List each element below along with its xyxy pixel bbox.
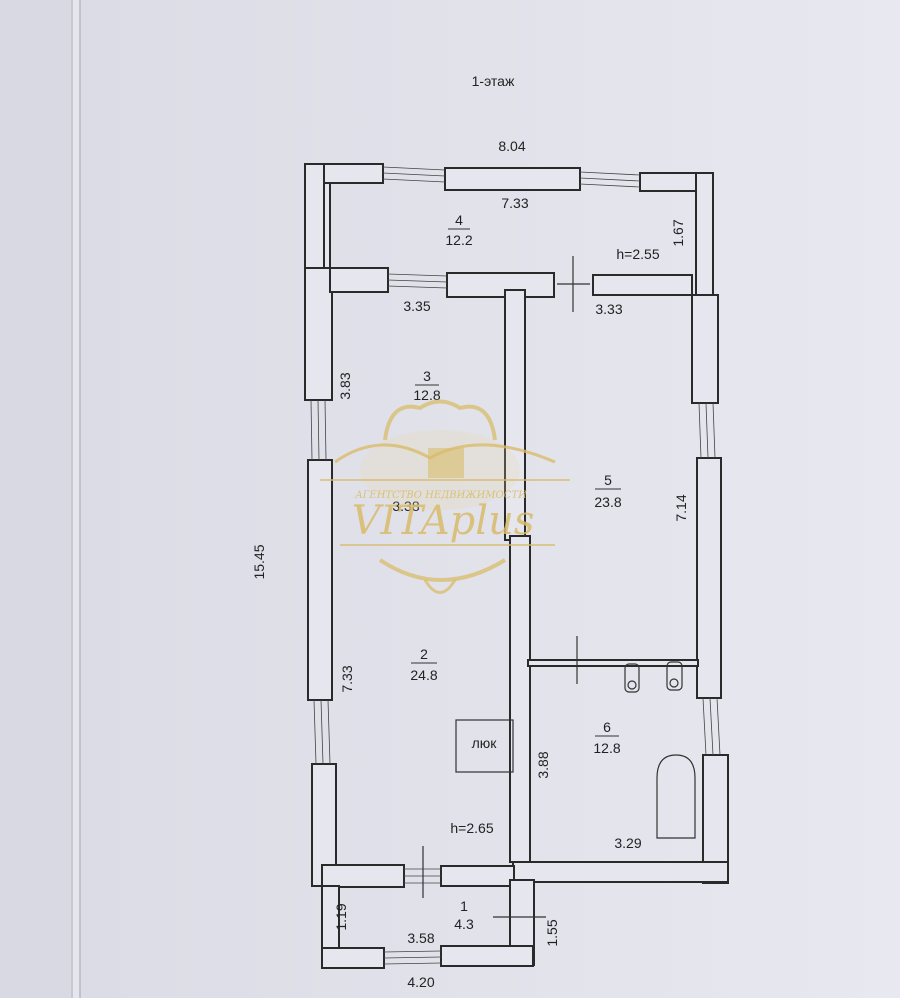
room-number: 5 [604, 472, 612, 488]
exterior-walls [304, 163, 729, 969]
room-2-label: 2 24.8 [410, 646, 437, 683]
dim-room4-depth: 1.67 [670, 219, 686, 246]
hatch-label: люк [472, 735, 498, 751]
room-area: 12.8 [593, 740, 620, 756]
room-1-label: 1 4.3 [454, 898, 474, 932]
watermark-logo: АГЕНТСТВО НЕДВИЖИМОСТИ VITAplus [320, 399, 570, 594]
room-area: 12.8 [413, 387, 440, 403]
dim-room5-length: 7.14 [673, 494, 689, 521]
dim-room3-length: 3.83 [337, 372, 353, 399]
bathtub [656, 754, 696, 839]
watermark-subtitle: АГЕНТСТВО НЕДВИЖИМОСТИ [354, 490, 527, 501]
dim-room6-length: 3.88 [535, 751, 551, 778]
room-number: 2 [420, 646, 428, 662]
room-area: 12.2 [445, 232, 472, 248]
left-page-edge [0, 0, 72, 998]
dim-overall-length: 15.45 [251, 544, 267, 579]
hatch-box [455, 719, 514, 773]
room-5-label: 5 23.8 [594, 472, 621, 510]
room-number: 6 [603, 719, 611, 735]
height-upper: h=2.55 [616, 246, 659, 262]
door-marks [422, 256, 590, 918]
room-number: 3 [423, 368, 431, 384]
room-6-label: 6 12.8 [593, 719, 620, 756]
room-number: 4 [455, 212, 463, 228]
room-3-label: 3 12.8 [413, 368, 440, 403]
dim-room2-length: 7.33 [339, 665, 355, 692]
room-area: 4.3 [454, 916, 474, 932]
windows [310, 166, 721, 965]
page [80, 0, 900, 998]
height-lower: h=2.65 [450, 820, 493, 836]
dim-top-inner: 7.33 [501, 195, 528, 211]
dim-room3-width: 3.35 [403, 298, 430, 314]
room-number: 1 [460, 898, 468, 914]
dim-room3-bottom: 3.38 [392, 498, 419, 514]
floor-title: 1-этаж [472, 73, 515, 89]
room-labels: 4 12.2 3 12.8 5 23.8 2 24.8 6 12.8 1 4.3 [410, 212, 621, 932]
bathroom-fixtures [624, 661, 696, 839]
dim-room6-width: 3.29 [614, 835, 641, 851]
dim-overall-width: 8.04 [498, 138, 525, 154]
dim-porch-side: 1.55 [544, 919, 560, 946]
room-area: 24.8 [410, 667, 437, 683]
watermark-brand: VITAplus [352, 498, 535, 544]
room-area: 23.8 [594, 494, 621, 510]
dim-porch-outer: 4.20 [407, 974, 434, 990]
dim-porch-width: 3.58 [407, 930, 434, 946]
dim-room5-width: 3.33 [595, 301, 622, 317]
room-4-label: 4 12.2 [445, 212, 472, 248]
dim-porch-depth: 1.19 [333, 903, 349, 930]
dimension-labels: 8.04 7.33 1.67 3.35 3.33 3.83 3.38 7.14 … [251, 138, 689, 990]
